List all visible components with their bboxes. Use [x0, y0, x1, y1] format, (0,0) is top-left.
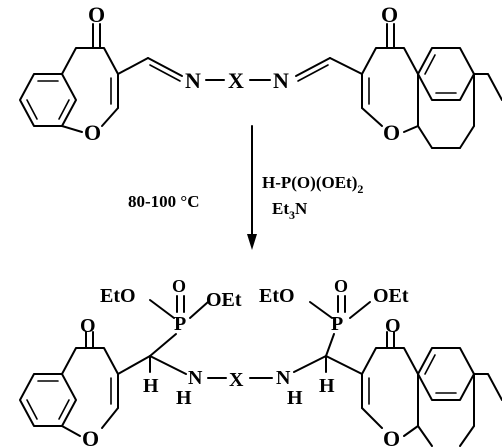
- reaction-arrow: [247, 125, 257, 250]
- right-ethoxy-a: EtO: [259, 285, 295, 307]
- right-pyranone-ring-top: [361, 47, 419, 75]
- right-benzene-extension: [473, 73, 502, 101]
- condition-reagent: H-P(O)(OEt)2: [262, 173, 363, 196]
- base-subscript: 3: [289, 208, 295, 222]
- right-p-oet-bond: [309, 301, 333, 319]
- imine-linkage: N X N: [117, 57, 363, 93]
- right-ring-oxygen-product: O: [383, 426, 400, 448]
- left-benzene-inner-bond: [58, 99, 70, 120]
- left-chromone-product: O O: [19, 315, 119, 448]
- left-benzene-inner-bond-product: [26, 399, 38, 420]
- right-carbonyl-oxygen-top: O: [381, 2, 398, 27]
- left-p-oet-bond: [189, 301, 209, 319]
- left-amine-hydrogen: H: [176, 387, 192, 409]
- right-benzene-bond-product: [417, 425, 433, 447]
- left-phosphoryl-oxygen: O: [172, 276, 186, 296]
- left-p-oet-bond: [149, 299, 175, 319]
- right-ch-ring-bond: [325, 355, 363, 375]
- left-carbonyl-oxygen-product: O: [80, 315, 96, 337]
- left-ch-nh-bond: [149, 355, 187, 375]
- right-pyranone-bond: [361, 107, 383, 127]
- base-main: Et: [272, 199, 289, 218]
- left-ring-oxygen-product: O: [82, 426, 99, 448]
- reagent-subscript: 2: [357, 182, 363, 196]
- right-chromone-top: O O: [361, 2, 502, 149]
- right-phosphorus: P: [331, 313, 343, 335]
- condition-base: Et3N: [272, 199, 308, 222]
- left-carbonyl-oxygen-top: O: [88, 2, 105, 27]
- right-p-oet-bond: [349, 301, 371, 319]
- central-backbone: H N H X N H H: [117, 333, 363, 409]
- left-amine-nitrogen: N: [188, 367, 203, 389]
- left-ethoxy-b: OEt: [206, 289, 242, 311]
- right-benzene-bond-product: [459, 425, 475, 447]
- right-amine-hydrogen: H: [287, 387, 303, 409]
- left-benzene-inner-bond-product: [58, 399, 70, 420]
- linker-x-product: X: [229, 369, 244, 391]
- left-pyranone-ring-product: [61, 347, 119, 375]
- right-imine-nitrogen: N: [273, 68, 289, 93]
- left-pyranone-bond: [61, 125, 83, 133]
- right-chromone-product: O O: [361, 315, 502, 448]
- right-methine-hydrogen: H: [319, 375, 335, 397]
- right-pyranone-bond-product: [403, 425, 419, 437]
- right-ethoxy-b: OEt: [373, 285, 409, 307]
- left-pyranone-bond-product: [61, 425, 81, 437]
- reactant-bis-imine: O O N X N O O: [19, 2, 502, 149]
- right-imine-double-bond: [297, 64, 329, 82]
- left-ch-p-bond: [149, 333, 177, 357]
- left-ethoxy-a: EtO: [100, 285, 136, 307]
- right-ch-p-bond: [325, 333, 335, 357]
- right-phosphoryl-oxygen: O: [334, 276, 348, 296]
- arrow-head: [247, 234, 257, 250]
- base-suffix: N: [295, 199, 308, 218]
- right-benzene-bond: [417, 125, 433, 149]
- left-benzene-ring-top: [19, 73, 77, 127]
- right-benzene-extension-product: [473, 373, 502, 401]
- left-imine-double-bond: [149, 64, 181, 82]
- left-imine-bond: [147, 57, 183, 77]
- right-pyranone-bond-product: [361, 407, 383, 429]
- left-phosphorus: P: [174, 313, 186, 335]
- right-carbonyl-oxygen-product: O: [385, 315, 401, 337]
- right-amine-nitrogen: N: [276, 367, 291, 389]
- condition-temperature: 80-100 °C: [128, 192, 200, 211]
- reagent-main: H-P(O)(OEt): [262, 173, 357, 192]
- left-ring-oxygen-top: O: [84, 120, 101, 145]
- right-pyranone-bond: [403, 125, 419, 133]
- left-ring-ch-bond: [117, 355, 151, 375]
- right-imine-bond: [329, 57, 363, 75]
- left-pyranone-bond: [101, 107, 119, 127]
- right-ring-oxygen-top: O: [383, 120, 400, 145]
- right-pyranone-ring-product: [361, 347, 419, 375]
- left-pyranone-bond-product: [101, 407, 119, 429]
- linker-x-top: X: [228, 68, 244, 93]
- left-imine-nitrogen: N: [185, 68, 201, 93]
- product-bis-phosphonate: EtO O OEt P EtO O OEt P O O: [19, 276, 502, 448]
- right-imine-bond: [295, 57, 331, 77]
- right-nh-ch-bond: [293, 355, 327, 373]
- left-methine-hydrogen: H: [143, 375, 159, 397]
- left-pyranone-ring-top: [61, 47, 119, 75]
- left-benzene-inner-bond: [26, 99, 38, 120]
- left-imine-bond: [117, 57, 149, 75]
- right-benzene-inner-bond-product: [424, 354, 436, 375]
- right-benzene-inner-bond: [424, 54, 436, 75]
- right-benzene-bond: [459, 125, 475, 149]
- left-chromone-top: O O: [19, 2, 119, 145]
